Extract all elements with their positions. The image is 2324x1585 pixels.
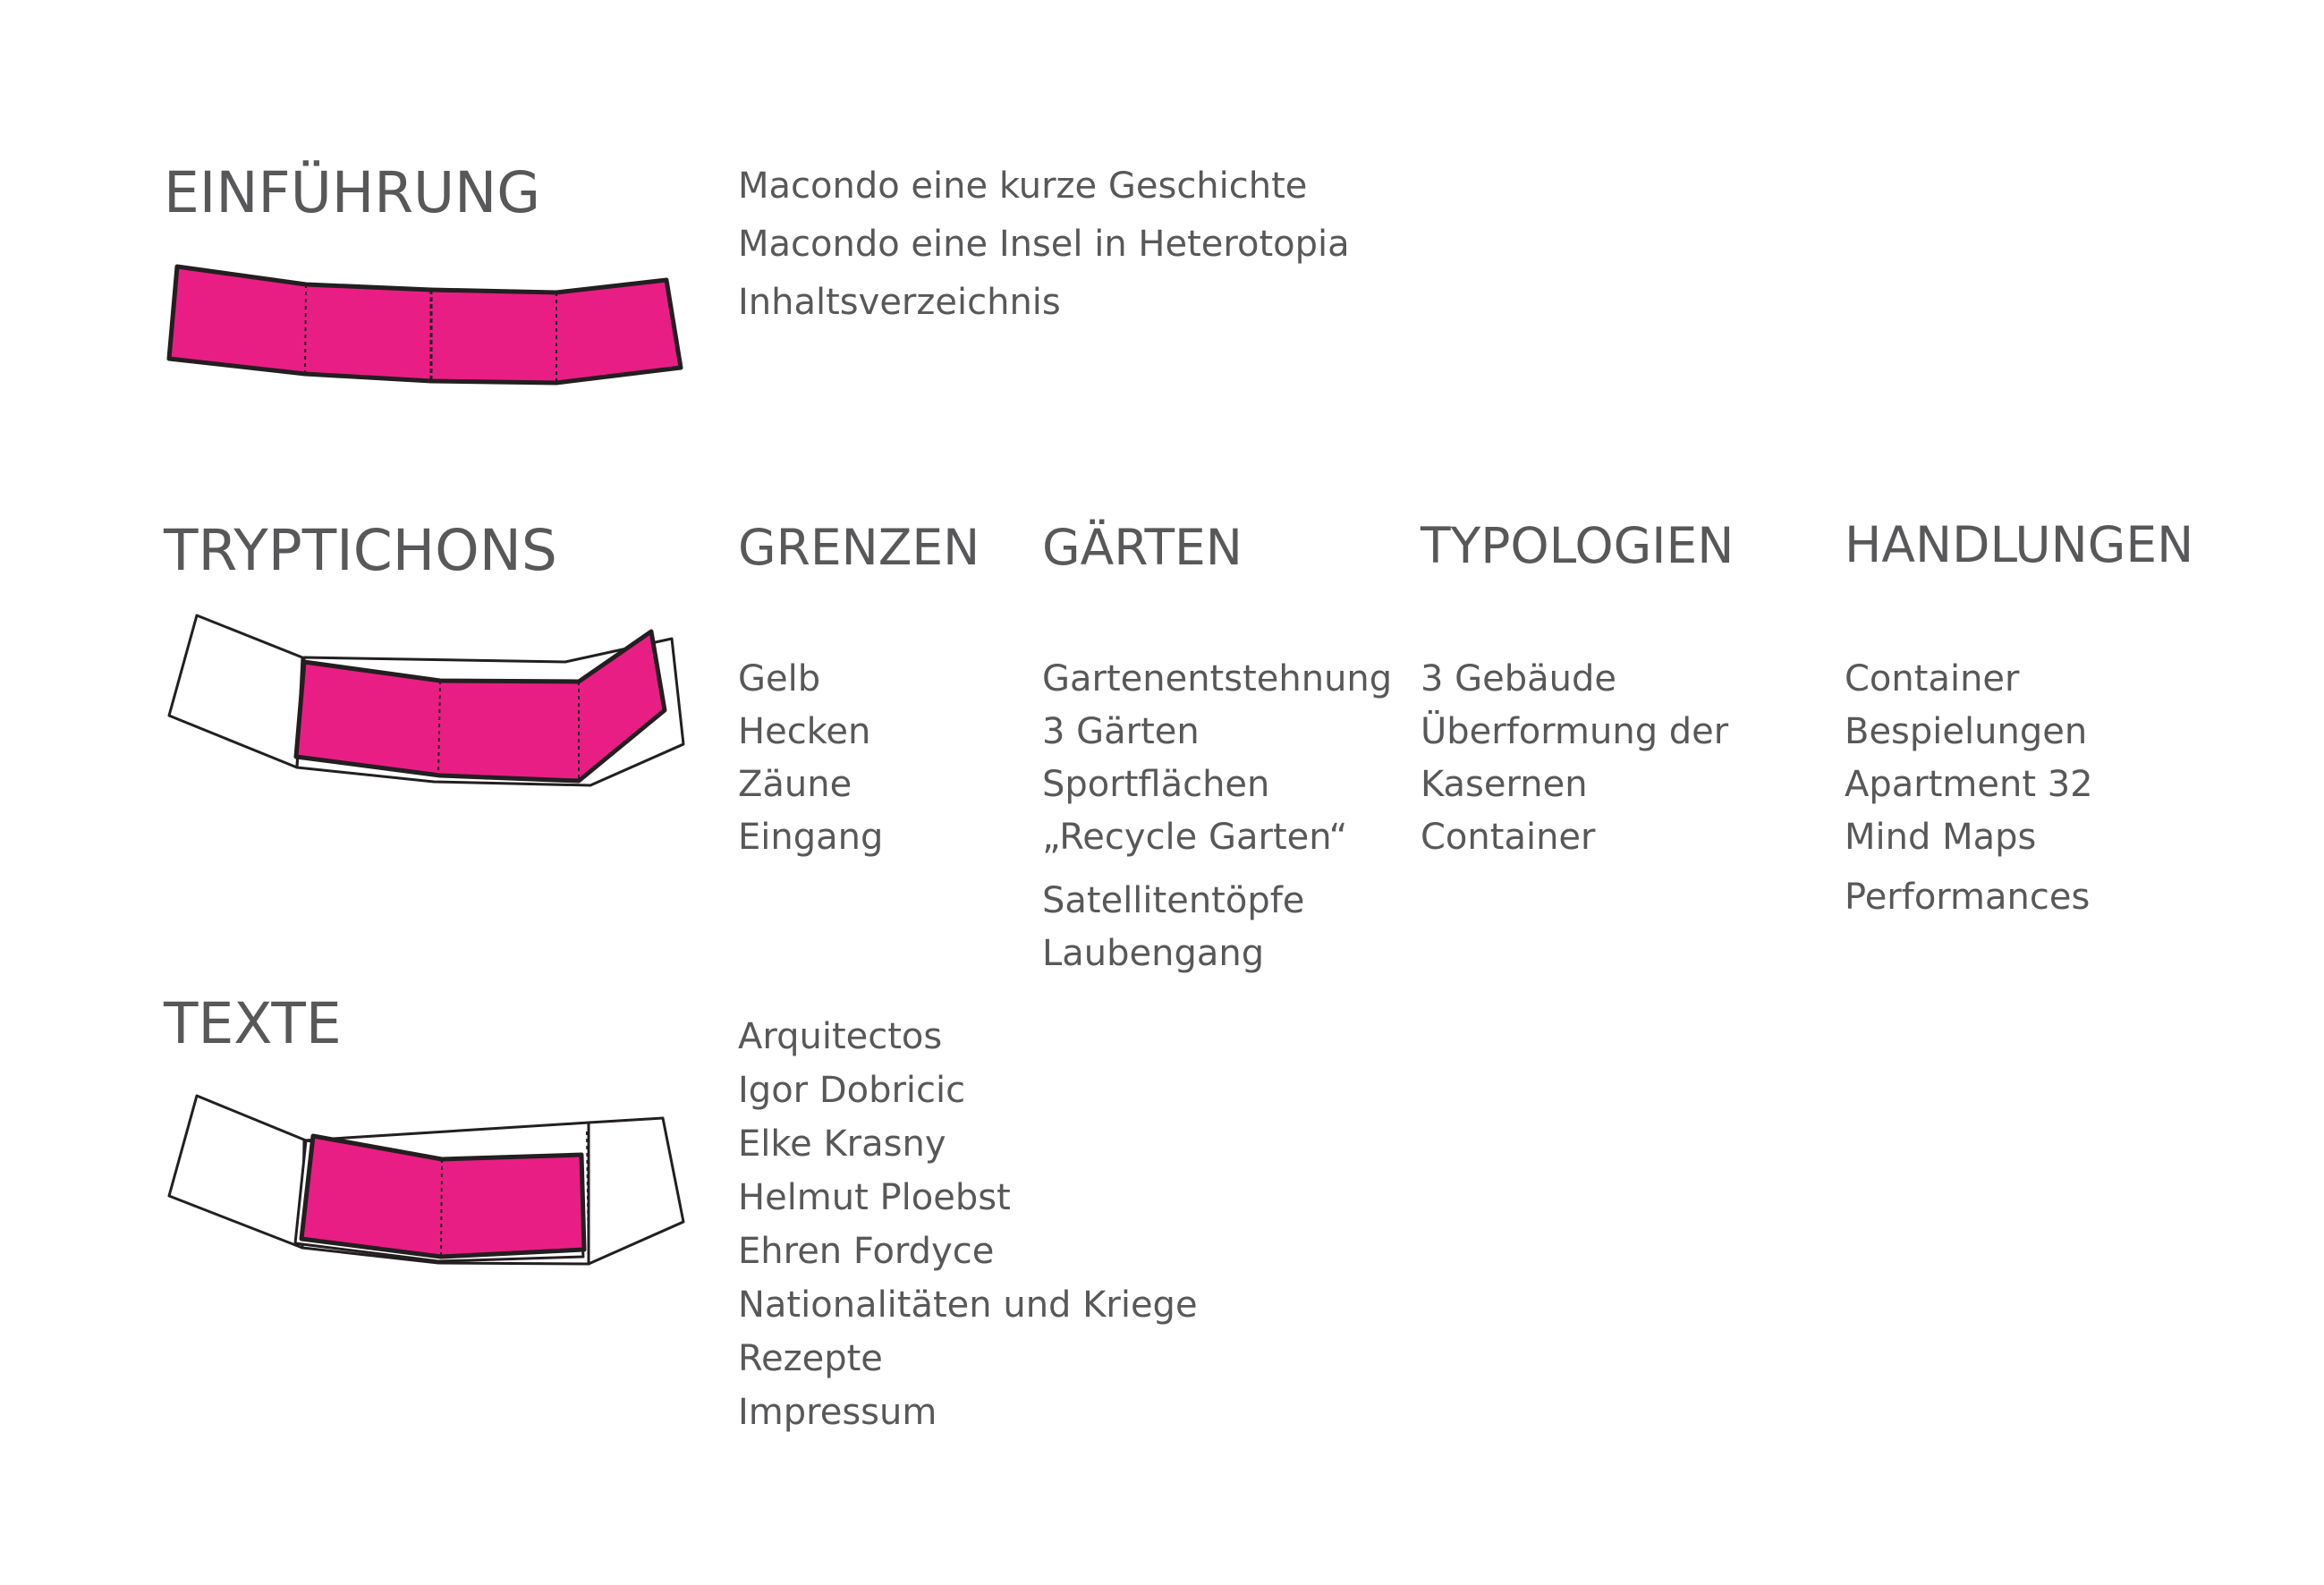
- section-title-triptychs: TRYPTICHONS: [164, 518, 557, 583]
- list-item: 3 Gärten: [1042, 711, 1200, 752]
- list-item: Kasernen: [1421, 764, 1588, 805]
- column-heading-typologien: TYPOLOGIEN: [1421, 517, 1735, 574]
- intro-list: Macondo eine kurze Geschichte Macondo ei…: [738, 157, 1350, 332]
- booklet-fold-icon: [167, 1094, 685, 1266]
- column-heading-gaerten: GÄRTEN: [1042, 519, 1243, 576]
- list-item: 3 Gebäude: [1421, 658, 1617, 699]
- grenzen-list: Gelb Hecken Zäune Eingang: [738, 653, 883, 864]
- list-item: Rezepte: [738, 1338, 883, 1379]
- typologien-list: 3 Gebäude Überformung der Kasernen Conta…: [1421, 653, 1728, 864]
- list-item: Gartenentstehnung: [1042, 658, 1393, 699]
- column-heading-grenzen: GRENZEN: [738, 519, 980, 576]
- list-item: Inhaltsverzeichnis: [738, 282, 1061, 323]
- section-title-intro: EINFÜHRUNG: [164, 160, 541, 225]
- list-item: Elke Krasny: [738, 1123, 946, 1165]
- list-item: Mind Maps: [1845, 817, 2037, 858]
- list-item: Impressum: [738, 1392, 937, 1433]
- list-item: Sportflächen: [1042, 764, 1270, 805]
- list-item: Gelb: [738, 658, 821, 699]
- column-heading-handlungen: HANDLUNGEN: [1845, 516, 2194, 573]
- list-item: Helmut Ploebst: [738, 1177, 1011, 1218]
- list-item: Container: [1845, 658, 2020, 699]
- list-item: Container: [1421, 817, 1596, 858]
- list-item: Satellitentöpfe: [1042, 880, 1305, 921]
- list-item: Macondo eine kurze Geschichte: [738, 165, 1308, 207]
- list-item: Eingang: [738, 817, 884, 858]
- list-item: Nationalitäten und Kriege: [738, 1284, 1198, 1326]
- list-item: Überformung der: [1421, 711, 1729, 752]
- list-item: Apartment 32: [1845, 764, 2093, 805]
- list-item: Arquitectos: [738, 1016, 943, 1057]
- list-item: „Recycle Garten“: [1042, 817, 1348, 858]
- gaerten-list: Gartenentstehnung 3 Gärten Sportflächen …: [1042, 653, 1392, 980]
- section-title-texts: TEXTE: [164, 991, 342, 1056]
- list-item: Ehren Fordyce: [738, 1231, 995, 1272]
- list-item: Hecken: [738, 711, 871, 752]
- list-item: Bespielungen: [1845, 711, 2088, 752]
- triptych-fold-icon: [167, 614, 685, 787]
- list-item: Zäune: [738, 764, 852, 805]
- list-item: Performances: [1845, 877, 2091, 918]
- handlungen-list: Container Bespielungen Apartment 32 Mind…: [1845, 653, 2093, 924]
- list-item: Igor Dobricic: [738, 1070, 966, 1111]
- texts-list: Arquitectos Igor Dobricic Elke Krasny He…: [738, 1010, 1198, 1439]
- list-item: Laubengang: [1042, 933, 1265, 974]
- folded-leporello-icon: [166, 264, 683, 386]
- list-item: Macondo eine Insel in Heterotopia: [738, 224, 1350, 265]
